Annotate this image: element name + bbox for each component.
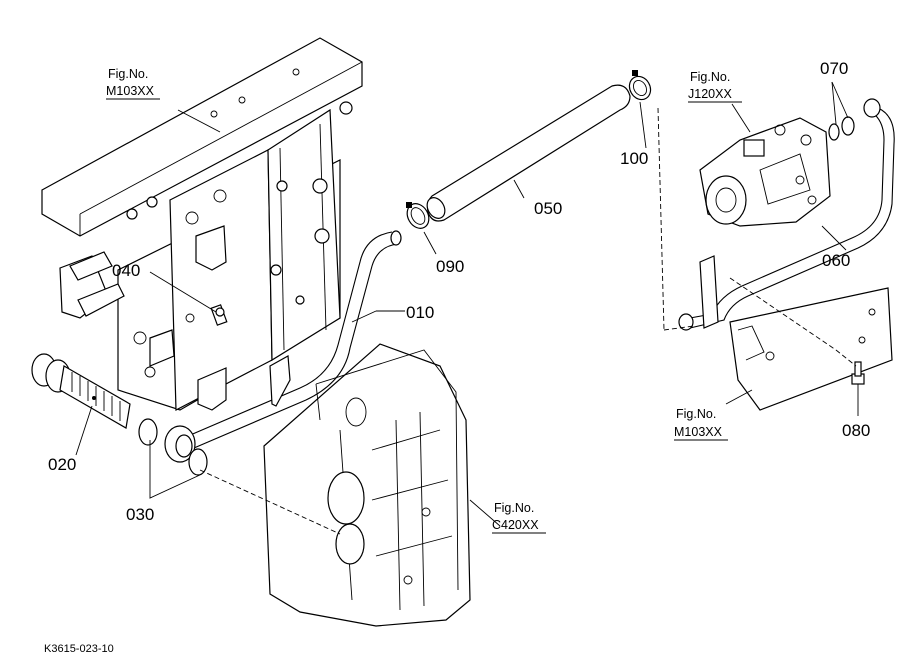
pipe-010 [187,230,402,449]
collar-030 [138,418,208,476]
drawing-code: K3615-023-10 [44,643,114,655]
pipe-060 [678,98,895,331]
fig-ref-pump-line2: J120XX [688,87,732,101]
clamp-090 [406,202,430,229]
transmission-housing [263,343,471,627]
hydraulic-pump [699,117,831,227]
orings-070 [828,116,855,141]
label-030: 030 [126,505,154,524]
label-040: 040 [112,261,140,280]
label-050: 050 [534,199,562,218]
frame-bracket [41,37,363,411]
label-100: 100 [620,149,648,168]
part-numbers: 010 020 030 040 050 060 070 080 090 100 [48,59,870,524]
fig-ref-bracket-line2: M103XX [674,425,723,439]
fig-ref-bracket-line1: Fig.No. [676,407,716,421]
fig-ref-transmission-line2: C420XX [492,518,539,532]
label-090: 090 [436,257,464,276]
label-080: 080 [842,421,870,440]
label-010: 010 [406,303,434,322]
fig-ref-frame-line1: Fig.No. [108,67,148,81]
fig-ref-frame-line2: M103XX [106,84,155,98]
fig-ref-transmission-line1: Fig.No. [494,501,534,515]
leader-lines [75,81,859,535]
right-bracket [729,287,893,411]
hose-050 [426,84,631,222]
label-020: 020 [48,455,76,474]
label-070: 070 [820,59,848,78]
label-060: 060 [822,251,850,270]
figure-references: Fig.No. M103XX Fig.No. J120XX Fig.No. M1… [106,67,742,534]
clamp-100 [628,70,652,101]
fitting-040 [210,304,228,326]
fitting-020 [31,353,131,429]
fig-ref-pump-line1: Fig.No. [690,70,730,84]
